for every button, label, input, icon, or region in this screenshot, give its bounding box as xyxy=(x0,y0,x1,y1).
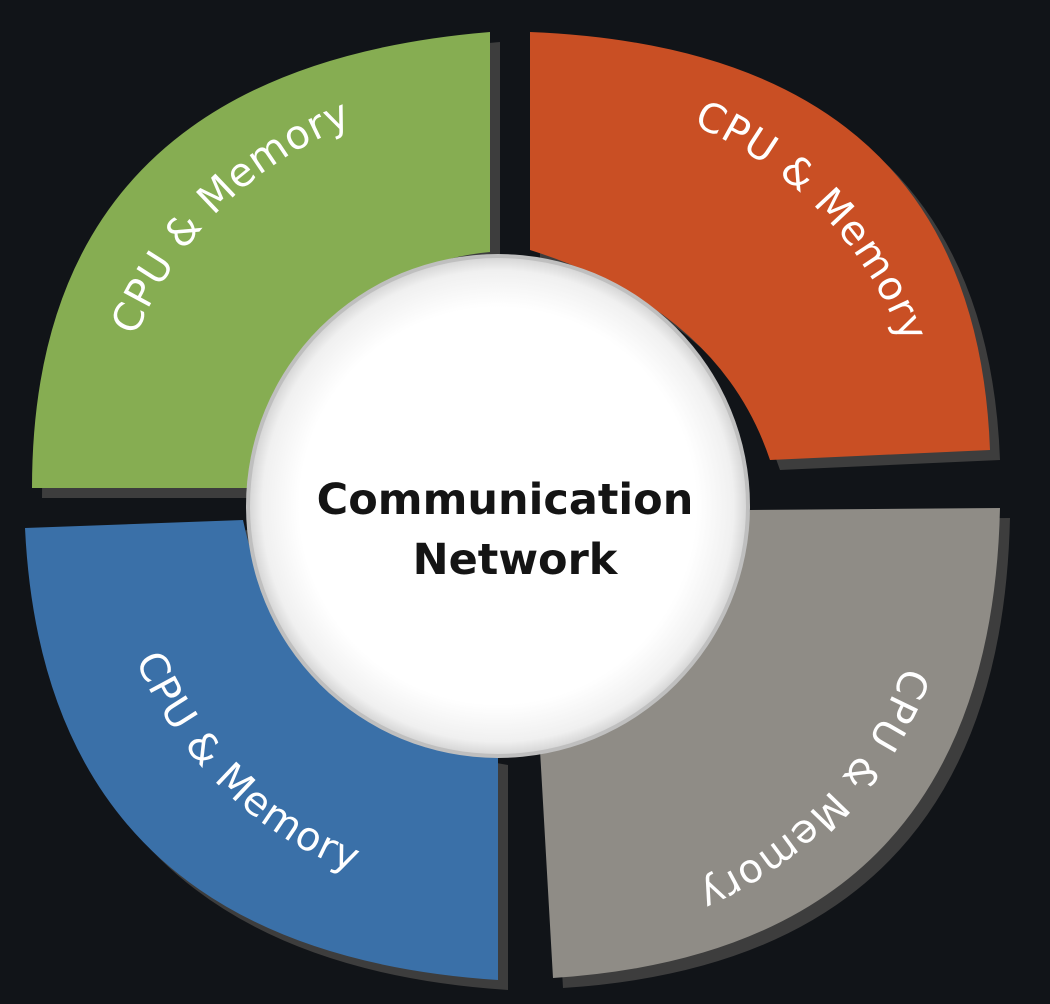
segment-bottom-right xyxy=(540,508,1000,978)
segment-top-right xyxy=(530,32,990,460)
hub-label-line1: Communication xyxy=(317,475,694,525)
hub-label-line2: Network xyxy=(413,535,619,585)
segment-top-left xyxy=(32,32,490,488)
segment-bottom-left xyxy=(25,520,498,980)
hub-circle xyxy=(250,258,746,754)
